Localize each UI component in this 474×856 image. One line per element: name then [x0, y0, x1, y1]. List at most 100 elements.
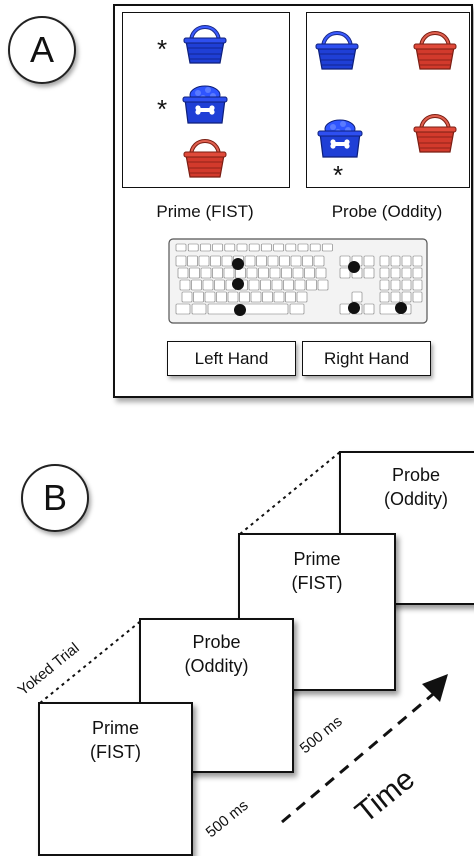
right-hand-label: Right Hand [302, 341, 431, 376]
keyboard-key [193, 291, 204, 303]
keyboard-key [401, 267, 412, 279]
keyboard-key [189, 267, 200, 279]
keyboard-key [248, 279, 260, 291]
keyboard-key [261, 243, 272, 252]
prime-star-marker-1: * [157, 34, 168, 64]
keyboard-key [187, 243, 199, 252]
keyboard-key [187, 255, 198, 267]
keyboard-key [202, 279, 214, 291]
keyboard-key [302, 255, 313, 267]
probe-stimulus-box [306, 12, 470, 188]
probe-star-marker: * [333, 160, 344, 190]
keyboard-key [227, 291, 239, 303]
keyboard-key [175, 243, 187, 252]
panel-b-label: B [21, 464, 89, 532]
response-key-markers [232, 258, 407, 316]
keyboard-key [401, 279, 412, 291]
keyboard-key [315, 267, 327, 279]
keyboard-key [401, 291, 412, 303]
keyboard-key [260, 279, 271, 291]
screen-prime-2: Prime (FIST) [238, 533, 396, 691]
keyboard-key [179, 279, 191, 291]
keyboard-key [289, 303, 305, 315]
keyboard-key [216, 291, 227, 303]
probe-caption: Probe (Oddity) [331, 202, 443, 221]
keyboard-key [239, 291, 250, 303]
keyboard-key [379, 255, 390, 267]
keyboard-key [175, 255, 187, 267]
keyboard-key [236, 243, 248, 252]
keyboard-key [306, 279, 317, 291]
keyboard-key [412, 279, 423, 291]
keyboard-key [390, 267, 401, 279]
keyboard-key [246, 267, 258, 279]
keyboard-key [379, 279, 390, 291]
keyboard-key [258, 267, 269, 279]
keyboard-key [262, 291, 273, 303]
keyboard-key [212, 243, 223, 252]
keyboard-key [412, 267, 423, 279]
keyboard-key [363, 267, 375, 279]
keyboard-key [273, 243, 284, 252]
keyboard-key [191, 279, 202, 291]
keyboard-key [294, 279, 306, 291]
keyboard-key [285, 291, 296, 303]
keyboard-key [297, 243, 309, 252]
keyboard-key [283, 279, 294, 291]
keyboard-key [250, 291, 262, 303]
keyboard-key [285, 243, 297, 252]
prime-caption: Prime (FIST) [156, 202, 254, 221]
keyboard-key [412, 255, 423, 267]
keyboard-key [292, 267, 304, 279]
keyboard-key [223, 267, 235, 279]
screen-prime-1: Prime (FIST) [38, 702, 193, 856]
keyboard-key [207, 303, 289, 315]
keyboard-key [271, 279, 283, 291]
keyboard-key [177, 267, 189, 279]
keyboard-key [244, 255, 256, 267]
keyboard-key [317, 279, 329, 291]
keyboard-key [204, 291, 216, 303]
keyboard-key [363, 303, 375, 315]
keyboard-key [296, 291, 308, 303]
keyboard-key [390, 291, 401, 303]
keyboard-key [181, 291, 193, 303]
keyboard-key [339, 267, 351, 279]
keyboard-key [273, 291, 285, 303]
keyboard-key [304, 267, 315, 279]
keyboard-illustration [168, 238, 428, 324]
panel-a-label: A [8, 16, 76, 84]
keyboard-key [363, 255, 375, 267]
keyboard-key [214, 279, 225, 291]
keyboard-key [281, 267, 292, 279]
keyboard-key [322, 243, 333, 252]
keyboard-key [200, 267, 212, 279]
keyboard-key [309, 243, 321, 252]
keyboard-key [290, 255, 302, 267]
keyboard-key [313, 255, 325, 267]
keyboard-key [256, 255, 267, 267]
keyboard-key [221, 255, 233, 267]
keyboard-key [198, 255, 210, 267]
keyboard-key [351, 291, 363, 303]
keyboard-key [412, 291, 423, 303]
keyboard-key [279, 255, 290, 267]
keyboard-key [212, 267, 223, 279]
keyboard-key [200, 243, 211, 252]
keyboard-key [379, 291, 390, 303]
keyboard-key [390, 255, 401, 267]
keyboard-key [175, 303, 191, 315]
keyboard-key [269, 267, 281, 279]
keyboard-key [224, 243, 236, 252]
prime-star-marker-2: * [157, 94, 168, 124]
keyboard-key [267, 255, 279, 267]
keyboard-key [390, 279, 401, 291]
left-hand-label: Left Hand [167, 341, 296, 376]
keyboard-key [210, 255, 221, 267]
keyboard-key [401, 255, 412, 267]
keyboard-key [248, 243, 260, 252]
keyboard-key [379, 267, 390, 279]
keyboard-key [339, 255, 351, 267]
